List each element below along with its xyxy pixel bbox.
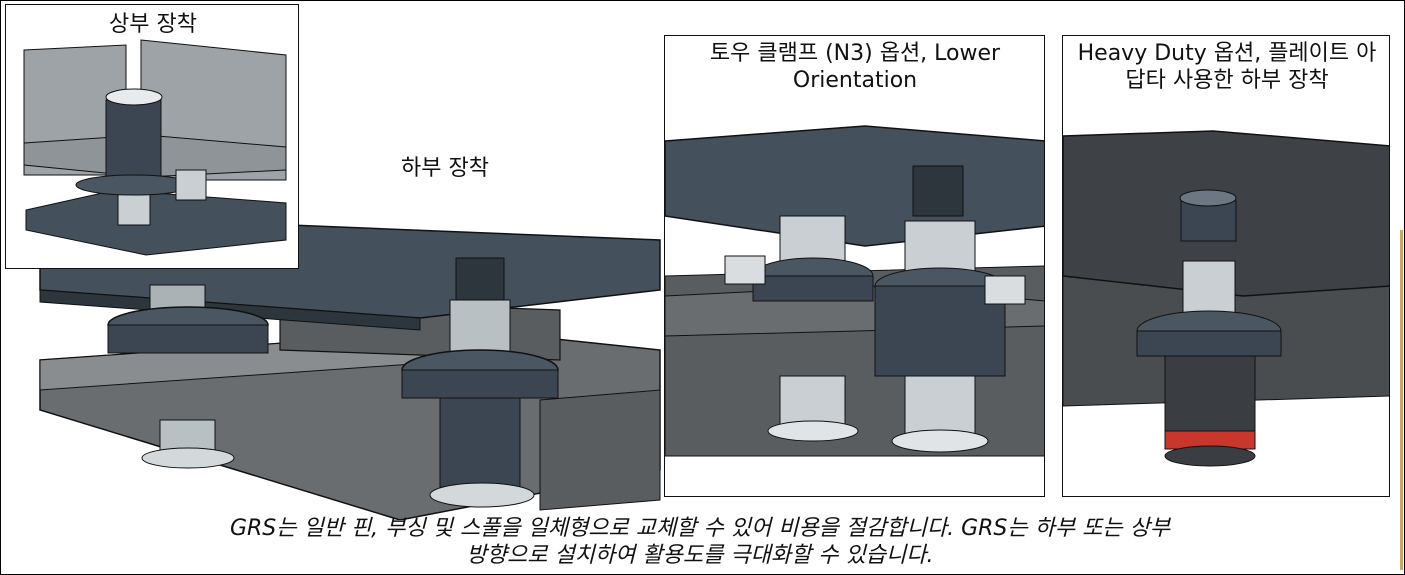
bottom-mount-label: 하부 장착 <box>401 156 489 181</box>
toe-clamp-panel: 토우 클램프 (N3) 옵션, Lower Orientation <box>664 35 1045 497</box>
heavy-duty-panel: Heavy Duty 옵션, 플레이트 아답타 사용한 하부 장착 <box>1062 35 1390 497</box>
top-mount-label: 상부 장착 <box>109 12 197 37</box>
page-edge-accent <box>1400 230 1403 570</box>
top-mount-panel: 상부 장착 <box>5 4 299 269</box>
caption-line-2: 방향으로 설치하여 활용도를 극대화할 수 있습니다. <box>466 543 934 568</box>
heavy-duty-illustration <box>1063 130 1389 467</box>
top-mount-illustration <box>23 39 287 256</box>
bottom-mount-illustration <box>39 224 661 520</box>
caption-line-1: GRS는 일반 핀, 부싱 및 스풀을 일체형으로 교체할 수 있어 비용을 절… <box>229 516 1171 541</box>
toe-clamp-label: 토우 클램프 (N3) 옵션, Lower Orientation <box>709 41 1001 93</box>
heavy-duty-label: Heavy Duty 옵션, 플레이트 아답타 사용한 하부 장착 <box>1077 41 1377 93</box>
toe-clamp-illustration <box>665 125 1044 457</box>
